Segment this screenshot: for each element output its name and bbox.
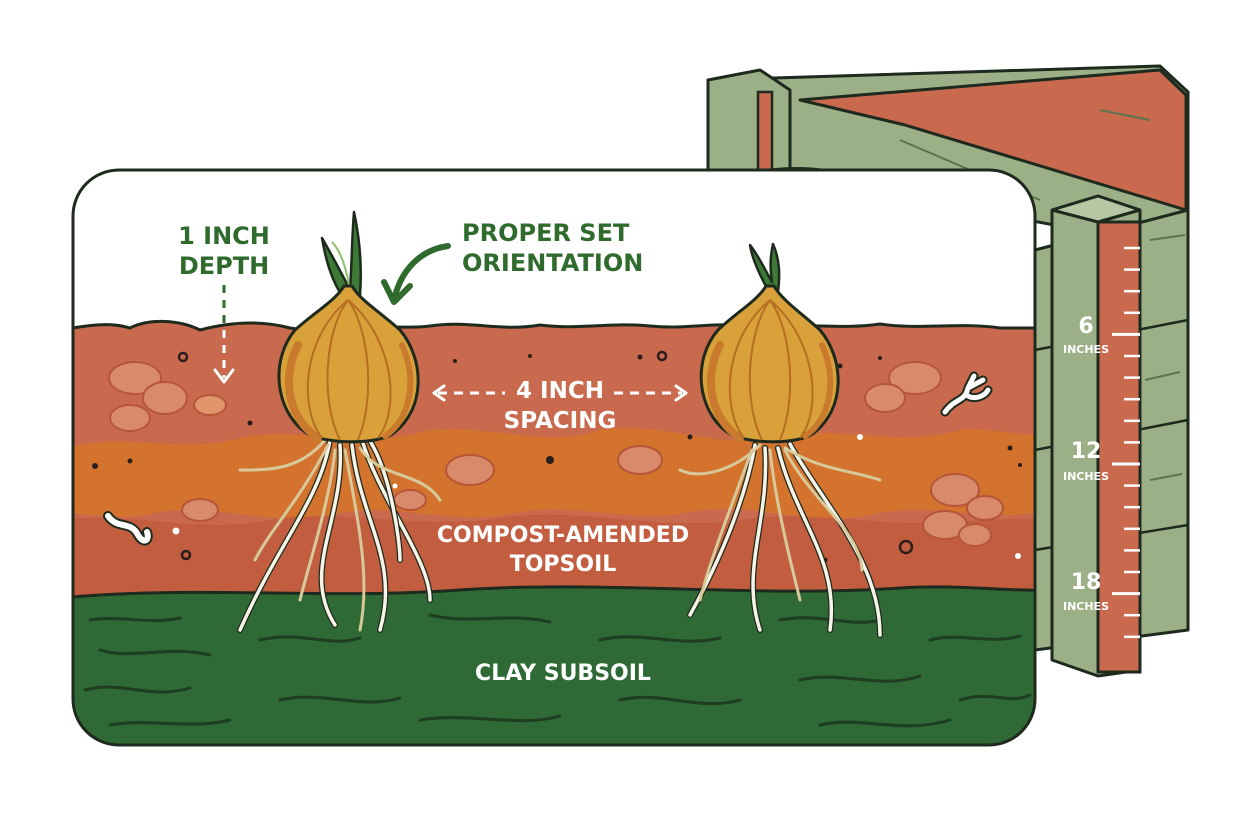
subsoil-texture [83,613,1032,728]
ruler-mark-18-value: 18 [1071,570,1102,595]
ruler-mark-12-value: 12 [1071,439,1102,464]
ruler-mark-6-value: 6 [1078,314,1093,339]
clay-subsoil-layer [73,586,1035,745]
grub-icon-left [103,511,153,546]
soil-specks [92,350,1022,563]
topsoil-label-line1: COMPOST-AMENDED [437,523,689,548]
curved-arrow-icon [381,243,451,305]
ruler-mark-12-unit: INCHES [1063,470,1109,483]
orange-soil-band [73,428,1035,519]
onion-bulb-icon [678,242,883,638]
depth-label-line2: DEPTH [179,252,269,280]
orientation-label-line1: PROPER SET [462,219,630,247]
subsoil-label: CLAY SUBSOIL [475,661,651,686]
ruler-labels: 6 INCHES 12 INCHES 18 INCHES [1063,314,1109,613]
grub-icon [940,371,993,417]
ruler-icon [1096,220,1142,674]
ruler-mark-18-unit: INCHES [1063,600,1109,613]
orientation-label-line2: ORIENTATION [462,249,643,277]
depth-label-line1: 1 INCH [178,222,270,250]
spacing-label-line1: 4 INCH [516,378,604,404]
ruler-mark-6-unit: INCHES [1063,343,1109,356]
soil-pebbles [108,361,1004,547]
double-arrow-icon [432,384,688,402]
spacing-label-line2: SPACING [504,408,617,434]
down-arrow-icon [213,285,235,384]
topsoil-label-line2: TOPSOIL [510,552,617,577]
ruler-ticks [1112,246,1140,639]
onion-bulb-icon [237,210,442,633]
